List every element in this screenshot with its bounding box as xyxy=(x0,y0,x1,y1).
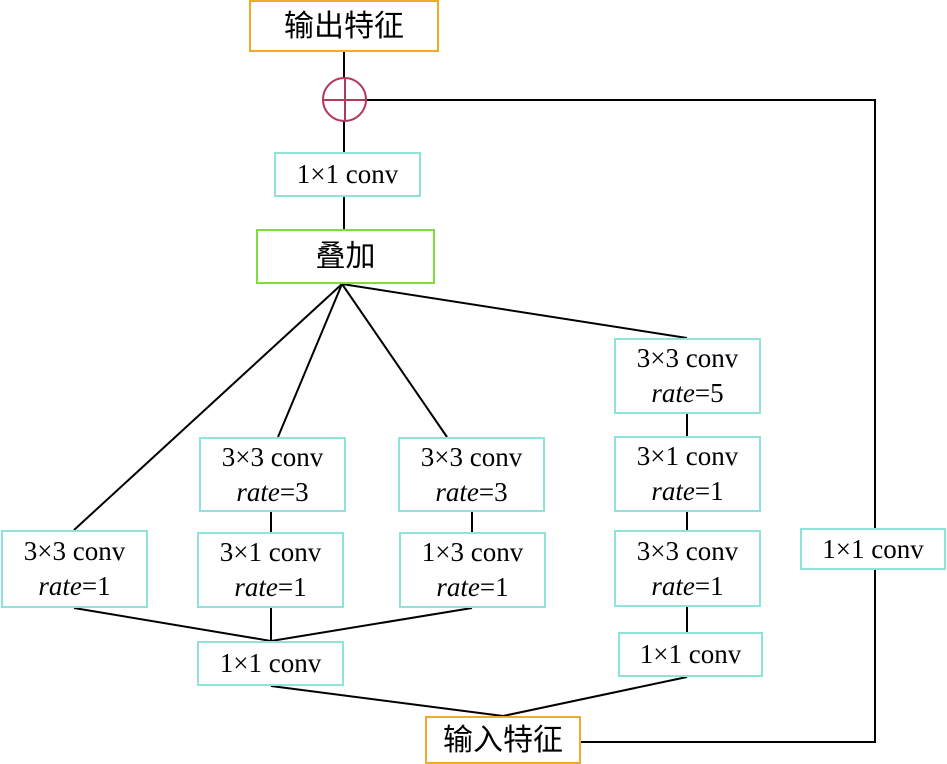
branch1-conv-rate: rate=1 xyxy=(38,571,111,601)
edge-merge-branch1 xyxy=(73,283,343,531)
branch4-conv1-box: 3×3 conv rate=5 xyxy=(614,338,761,414)
branch3-mid-conv-box: 1×3 conv rate=1 xyxy=(399,532,546,608)
branch4-conv1-rate: rate=5 xyxy=(651,378,724,408)
edge-shortcut xyxy=(366,99,876,743)
shared-1x1-conv-label: 1×1 conv xyxy=(219,648,322,678)
edge-branch4-input xyxy=(502,676,688,717)
branch2-top-conv-rate: rate=3 xyxy=(236,476,309,507)
input-feature-box: 输入特征 xyxy=(425,716,581,764)
edge-branch1-shared xyxy=(73,607,272,642)
shared-1x1-conv-box: 1×1 conv xyxy=(197,641,344,686)
branch4-conv2-rate: rate=1 xyxy=(651,476,724,506)
branch4-conv3-label: 3×3 conv xyxy=(636,535,739,566)
branch4-conv3-rate: rate=1 xyxy=(651,570,724,601)
branch2-mid-conv-label: 3×1 conv xyxy=(219,537,322,567)
output-feature-box: 输出特征 xyxy=(249,0,439,52)
branch4-conv4-label: 1×1 conv xyxy=(639,639,742,669)
edge-merge-branch4 xyxy=(341,283,688,339)
edge-merge-branch3 xyxy=(341,283,448,438)
branch4-conv1-label: 3×3 conv xyxy=(636,343,739,373)
branch4-conv2-box: 3×1 conv rate=1 xyxy=(614,436,761,512)
branch3-top-conv-label: 3×3 conv xyxy=(420,441,523,472)
add-operation-icon xyxy=(322,77,367,122)
branch1-conv-box: 3×3 conv rate=1 xyxy=(1,530,148,608)
branch3-mid-conv-label: 1×3 conv xyxy=(421,537,524,567)
branch3-mid-conv-rate: rate=1 xyxy=(436,572,509,602)
fuse-conv-label: 1×1 conv xyxy=(296,159,399,189)
branch2-mid-conv-box: 3×1 conv rate=1 xyxy=(197,532,344,608)
edge-branch3-shared xyxy=(270,607,473,642)
branch1-conv-label: 3×3 conv xyxy=(23,536,126,566)
branch4-conv4-box: 1×1 conv xyxy=(618,632,763,677)
branch2-mid-conv-rate: rate=1 xyxy=(234,572,307,602)
branch3-top-conv-rate: rate=3 xyxy=(435,476,508,507)
merge-box: 叠加 xyxy=(256,229,435,284)
branch4-conv2-label: 3×1 conv xyxy=(636,441,739,471)
input-feature-label: 输入特征 xyxy=(443,723,563,757)
shortcut-conv-label: 1×1 conv xyxy=(822,533,924,564)
branch3-top-conv-box: 3×3 conv rate=3 xyxy=(398,437,545,512)
branch4-conv3-box: 3×3 conv rate=1 xyxy=(614,530,761,607)
edge-shared-input xyxy=(270,685,504,717)
fuse-conv-box: 1×1 conv xyxy=(274,152,421,197)
edge-merge-branch2 xyxy=(277,283,343,438)
branch2-top-conv-box: 3×3 conv rate=3 xyxy=(199,437,346,512)
branch2-top-conv-label: 3×3 conv xyxy=(221,441,324,472)
merge-label: 叠加 xyxy=(315,240,376,273)
shortcut-conv-box: 1×1 conv xyxy=(800,528,946,570)
output-feature-label: 输出特征 xyxy=(284,9,404,43)
